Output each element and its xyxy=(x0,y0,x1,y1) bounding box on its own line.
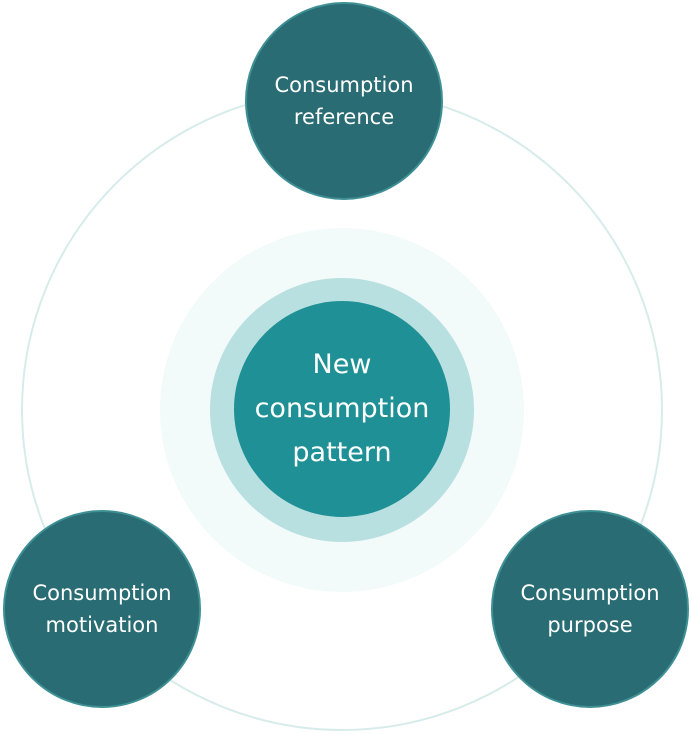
satellite-reference-label: Consumption reference xyxy=(259,69,429,133)
center-label-line-1: New xyxy=(312,349,372,380)
center-node-label: New consumption pattern xyxy=(242,343,442,475)
reference-label-line-2: reference xyxy=(293,105,395,129)
motivation-label-line-1: Consumption xyxy=(32,581,172,605)
satellite-node-motivation: Consumption motivation xyxy=(3,510,201,708)
center-label-line-3: pattern xyxy=(292,437,392,468)
satellite-purpose-label: Consumption purpose xyxy=(505,577,675,641)
purpose-label-line-2: purpose xyxy=(547,613,633,637)
satellite-node-reference: Consumption reference xyxy=(245,2,443,200)
satellite-motivation-label: Consumption motivation xyxy=(17,577,187,641)
center-label-line-2: consumption xyxy=(254,393,430,424)
reference-label-line-1: Consumption xyxy=(274,73,414,97)
purpose-label-line-1: Consumption xyxy=(520,581,660,605)
satellite-node-purpose: Consumption purpose xyxy=(491,510,689,708)
motivation-label-line-2: motivation xyxy=(45,613,159,637)
center-node: New consumption pattern xyxy=(234,301,450,517)
